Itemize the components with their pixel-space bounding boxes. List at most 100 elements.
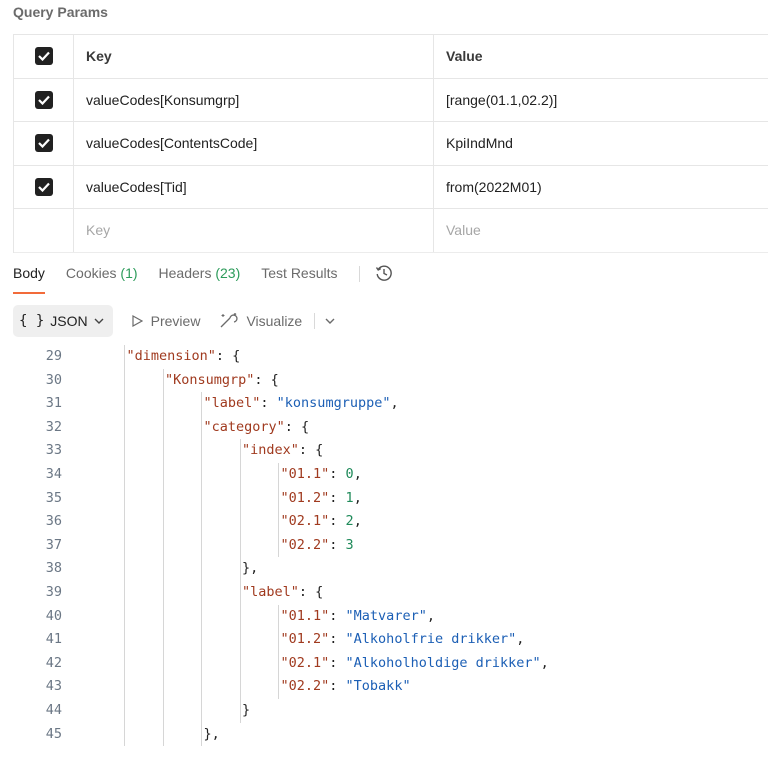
json-braces-icon: { }: [19, 313, 45, 329]
indent-guide: [201, 486, 202, 511]
param-key-input[interactable]: valueCodes[ContentsCode]: [74, 122, 434, 165]
visualize-dropdown[interactable]: [325, 318, 335, 324]
line-number: 45: [45, 725, 62, 742]
json-string: "konsumgruppe": [276, 395, 391, 412]
indent-guide: [201, 533, 202, 558]
code-text: "01.1": 0,: [281, 463, 362, 487]
toolbar-divider: [314, 313, 316, 329]
indent-guide: [124, 392, 125, 416]
indent-guide: [124, 628, 125, 652]
json-punct: : {: [254, 371, 279, 388]
code-text: "02.2": "Tobakk": [281, 675, 411, 699]
code-text: "index": {: [242, 439, 323, 463]
code-line: 34 "01.1": 0,: [0, 462, 768, 487]
json-punct: : {: [215, 348, 241, 364]
tab-test-results[interactable]: Test Results: [261, 258, 337, 294]
preview-label: Preview: [150, 313, 201, 329]
line-number: 36: [45, 513, 62, 530]
param-value-input[interactable]: KpiIndMnd: [446, 135, 513, 152]
indent-guide: [124, 486, 125, 511]
indent-guide: [239, 462, 241, 487]
json-punct: :: [260, 395, 277, 412]
tab-divider: [358, 266, 360, 282]
check-icon: [37, 52, 50, 62]
param-value-input[interactable]: from(2022M01): [446, 178, 542, 195]
indent-guide: [162, 698, 164, 723]
code-line: 36 "02.1": 2,: [0, 510, 768, 534]
indent-guide: [162, 557, 164, 581]
indent-guide: [201, 392, 202, 416]
indent-guide: [201, 604, 202, 629]
format-select[interactable]: { } JSON: [13, 305, 113, 337]
json-key: "dimension": [126, 348, 216, 364]
line-number: 40: [45, 607, 62, 624]
chevron-down-icon: [94, 318, 104, 324]
new-param-row: Key Value: [14, 209, 768, 253]
indent-guide: [124, 345, 125, 369]
param-key-input[interactable]: valueCodes[Tid]: [74, 165, 434, 208]
format-label: JSON: [50, 313, 88, 329]
json-number: 1: [345, 489, 354, 506]
params-header-row: Key Value: [14, 35, 768, 79]
indent-guide: [239, 533, 241, 558]
param-checkbox[interactable]: [34, 177, 53, 196]
indent-guide: [278, 628, 279, 652]
code-text: "02.1": 2,: [281, 510, 362, 534]
new-param-key-input[interactable]: Key: [74, 209, 434, 252]
param-row: valueCodes[Tid] from(2022M01): [14, 165, 768, 209]
visualize-label: Visualize: [246, 313, 303, 329]
json-punct: }: [242, 701, 251, 718]
param-key-input[interactable]: valueCodes[Konsumgrp]: [74, 78, 434, 121]
tab-headers[interactable]: Headers (23): [159, 258, 241, 294]
history-icon[interactable]: [374, 263, 394, 283]
code-line: 35"01.2": 1,: [0, 486, 768, 511]
param-row: valueCodes[ContentsCode] KpiIndMnd: [14, 122, 768, 166]
indent-guide: [124, 604, 125, 629]
code-line: 38},: [0, 557, 768, 581]
indent-guide: [124, 722, 125, 747]
line-number: 34: [45, 465, 62, 482]
preview-button[interactable]: Preview: [131, 313, 201, 329]
json-key: "02.1": [280, 513, 330, 530]
line-number: 35: [45, 489, 62, 506]
param-value-input[interactable]: [range(01.1,02.2)]: [446, 91, 558, 108]
tab-cookies[interactable]: Cookies (1): [66, 258, 138, 294]
select-all-checkbox[interactable]: [34, 47, 53, 66]
visualize-sparkle-icon: [220, 313, 239, 328]
line-number: 42: [45, 654, 62, 671]
code-text: }: [242, 699, 250, 723]
response-toolbar: { } JSON Preview Visualize: [13, 305, 335, 337]
response-tabs: Body Cookies (1) Headers (23) Test Resul…: [0, 258, 768, 294]
param-check-cell: [14, 122, 74, 165]
json-punct: ,: [516, 631, 525, 648]
indent-guide: [239, 604, 241, 629]
check-icon: [37, 139, 50, 149]
line-number: 37: [45, 536, 62, 553]
json-punct: ,: [353, 513, 362, 530]
check-icon: [37, 95, 50, 105]
tab-body[interactable]: Body: [13, 258, 45, 294]
indent-guide: [278, 604, 279, 629]
line-number: 32: [45, 418, 62, 435]
json-string: "Tobakk": [345, 678, 411, 695]
response-body-code[interactable]: 29"dimension": {30"Konsumgrp": {31"label…: [0, 345, 768, 758]
param-checkbox[interactable]: [34, 90, 53, 109]
indent-guide: [124, 510, 125, 534]
json-punct: :: [329, 513, 346, 530]
play-icon: [132, 315, 143, 327]
indent-guide: [162, 533, 164, 558]
line-number: 29: [45, 348, 62, 364]
indent-guide: [124, 580, 125, 605]
indent-guide: [162, 392, 164, 416]
code-text: "02.1": "Alkoholholdige drikker",: [281, 652, 549, 676]
json-key: "label": [203, 395, 261, 412]
new-param-value-input[interactable]: Value: [446, 222, 481, 239]
indent-guide: [162, 604, 164, 629]
indent-guide: [162, 439, 164, 463]
indent-guide: [124, 439, 125, 463]
visualize-button[interactable]: Visualize: [218, 312, 302, 330]
code-text: "Konsumgrp": {: [165, 369, 279, 393]
indent-guide: [278, 462, 279, 487]
json-punct: },: [242, 560, 259, 577]
param-checkbox[interactable]: [34, 134, 53, 153]
